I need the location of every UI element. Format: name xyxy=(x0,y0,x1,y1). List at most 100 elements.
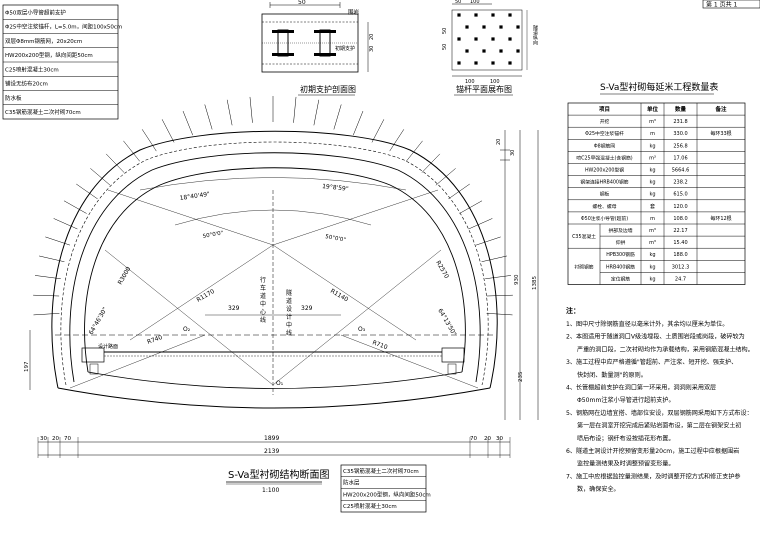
qty-header: 单位 xyxy=(647,105,659,113)
qty-group-label: C35混凝土 xyxy=(572,233,596,240)
rock-bolt xyxy=(371,119,385,143)
qty-cell: 330.0 xyxy=(673,131,687,137)
note-line: 数，确保安全。 xyxy=(577,485,620,493)
initial-label-side: 初期支护 xyxy=(335,45,355,52)
road-label: 设计路面 xyxy=(98,343,118,350)
rock-bolt xyxy=(161,119,175,143)
bolt-dim-top-1: 50 xyxy=(455,0,461,5)
left-ditch xyxy=(81,347,105,363)
qty-cell: 钢板 xyxy=(600,191,610,198)
rock-bolt xyxy=(293,96,297,123)
bolt-dim-left-2: 50 xyxy=(442,28,448,34)
qty-cell: m xyxy=(650,131,655,137)
section-title-block: S-Va型衬砌结构断面图 1:100 xyxy=(226,468,330,494)
qty-cell: 120.0 xyxy=(673,204,687,210)
bolt-marker xyxy=(465,49,469,53)
qty-header: 备注 xyxy=(714,105,727,113)
lining-row: C35钢筋混凝土二次衬砌70cm xyxy=(343,467,419,475)
rock-bolt xyxy=(63,200,87,214)
qty-cell: kg xyxy=(649,192,655,198)
qty-cell: 开挖 xyxy=(600,118,610,125)
bolt-marker xyxy=(499,25,503,29)
qty-cell: 每环12根 xyxy=(710,215,731,222)
qty-header: 数量 xyxy=(675,105,687,113)
qty-cell: 17.06 xyxy=(673,155,687,161)
qty-cell: 15.40 xyxy=(673,240,687,246)
rock-bolt xyxy=(226,99,233,126)
rock-bolt xyxy=(33,294,60,297)
qty-cell: 188.0 xyxy=(673,252,687,258)
rock-bolt xyxy=(90,168,111,186)
initial-dim-side-1: 30 xyxy=(369,46,375,52)
rock-bolt xyxy=(249,96,253,123)
note-line: 喷后布设；钢纤布设按插花形布置。 xyxy=(577,434,675,442)
dim-bottom-5: 20 xyxy=(484,436,491,442)
bolt-marker xyxy=(457,37,461,41)
dim-lower: 235 xyxy=(518,371,524,382)
rock-bolt xyxy=(481,255,507,263)
quantity-title: S-Va型衬砌每延米工程数量表 xyxy=(600,81,718,93)
radius-mid-left: R1170 xyxy=(196,288,216,304)
qty-cell: m³ xyxy=(649,155,656,161)
radius-outer-right: R2570 xyxy=(434,260,450,280)
qty-cell: 定位钢筋 xyxy=(611,275,630,282)
section-title: S-Va型衬砌结构断面图 xyxy=(228,468,330,481)
initial-support-diagram: 50 围岩 初期支护 30 20 初期支护剖面图 xyxy=(261,0,375,96)
section-scale: 1:100 xyxy=(262,487,279,494)
layers-row: 铺设无纺布20cm xyxy=(5,80,48,88)
qty-cell: kg xyxy=(649,168,655,174)
initial-support-title: 初期支护剖面图 xyxy=(300,84,356,94)
qty-cell: 256.8 xyxy=(673,143,687,149)
layers-row: C25喷射混凝土30cm xyxy=(5,65,59,73)
initial-label-right: 围岩 xyxy=(348,8,360,16)
bolt-side-label: 隧道纵向 xyxy=(532,24,538,45)
layers-table: Φ50双层小导管超前支护Φ25中空注浆锚杆，L=5.0m，间距100x50cm双… xyxy=(2,4,122,120)
layers-row: 防水板 xyxy=(5,94,22,102)
qty-cell: kg xyxy=(649,252,655,258)
rock-bolt xyxy=(313,99,320,126)
bolt-marker xyxy=(491,61,495,65)
radius-outer-left: R3000 xyxy=(117,266,133,286)
dim-bottom-4: 70 xyxy=(470,436,477,442)
note-line: 监控量测结果及时调整预留变形量。 xyxy=(577,460,675,468)
note-line: 5、钢筋网在边墙宜搭、墙部位安设，双层钢筋网采用如下方式布设： xyxy=(566,409,753,417)
rock-bolt xyxy=(33,313,60,316)
qty-cell: 615.0 xyxy=(673,192,687,198)
initial-dim-side-2: 20 xyxy=(369,34,375,40)
qty-cell: 钢架连接HRB400钢筋 xyxy=(580,179,628,186)
radius-low-left: R740 xyxy=(146,334,163,346)
bolt-plan-diagram: 50 100 隧道纵向 100 100 50 50 锚杆平面展布图 xyxy=(442,0,538,96)
rock-bolt xyxy=(105,153,125,173)
span-outer: 2139 xyxy=(264,448,279,455)
rock-bolt xyxy=(486,294,513,297)
qty-cell: 喷C25早强混凝土(含钢筋) xyxy=(576,154,632,161)
qty-cell: 108.0 xyxy=(673,216,687,222)
lane-centerline-label: 行车道中心线 xyxy=(260,276,266,324)
qty-cell: HRB400钢筋 xyxy=(606,263,635,270)
note-line: 1、图中尺寸除钢筋直径以毫米计外，其余均以厘米为单位。 xyxy=(566,320,728,328)
qty-cell: 3012.3 xyxy=(672,264,690,270)
qty-cell: kg xyxy=(649,143,655,149)
dim-bottom-1: 30 xyxy=(40,436,47,442)
rock-bolt xyxy=(468,218,493,230)
qty-cell: HW200x200型钢 xyxy=(585,167,624,174)
note-line: 快封闭、勤量测"的原则。 xyxy=(577,371,647,379)
qty-cell: 拱部及边墙 xyxy=(609,227,633,234)
rock-bolt xyxy=(459,200,483,214)
angle-side-right: 64°13'50" xyxy=(436,308,457,338)
qty-cell: kg xyxy=(649,264,655,270)
bolt-marker xyxy=(474,13,478,17)
lining-row: 防水层 xyxy=(343,479,360,487)
bolt-marker xyxy=(508,61,512,65)
note-line: 7、施工中应根据监控量测结果，及时调整开挖方式和修正支护参 xyxy=(566,472,741,480)
qty-cell: 螺栓、螺母 xyxy=(593,203,617,210)
bolt-marker xyxy=(516,49,520,53)
rock-bolt xyxy=(389,129,405,152)
radius-mid-right: R1140 xyxy=(329,288,349,304)
angle-crown-right: 50°0'0" xyxy=(325,234,347,244)
notes-heading: 注： xyxy=(566,306,580,315)
dim-top-2: 30 xyxy=(510,150,516,156)
note-line: 3、施工过程中应严格遵循"管超前、严注浆、短开挖、强支护、 xyxy=(566,358,737,366)
lining-row: C25喷射混凝土30cm xyxy=(343,502,397,510)
rock-bolt xyxy=(204,104,213,130)
